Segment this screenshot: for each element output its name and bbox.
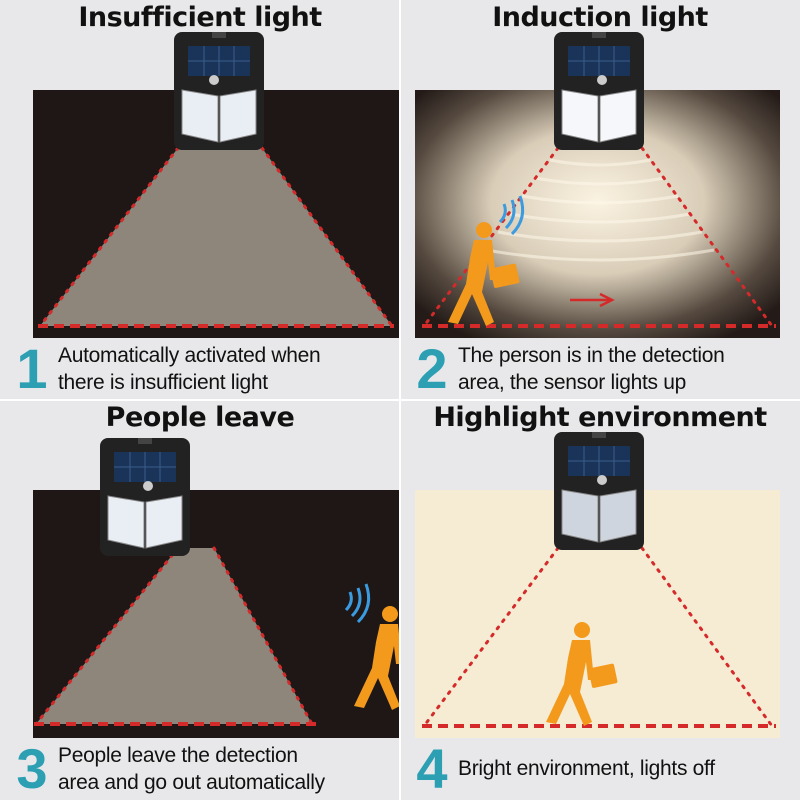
- step-number: 4: [416, 737, 448, 800]
- caption: 1 Automatically activated when there is …: [0, 338, 400, 400]
- detection-line-right: [212, 546, 314, 726]
- panel-title: People leave: [105, 402, 295, 433]
- caption-line: People leave the detection: [58, 744, 298, 767]
- solar-lamp-icon: [554, 32, 644, 150]
- step-number: 3: [16, 737, 48, 800]
- caption-text: People leave the detection area and go o…: [58, 742, 398, 796]
- panel-title: Insufficient light: [78, 2, 322, 33]
- step-number: 1: [16, 337, 48, 400]
- panel-insufficient-light: Insufficient light 1 Automatically activ…: [0, 0, 400, 400]
- scene-induction-light: [415, 32, 780, 338]
- detection-line-left: [38, 146, 180, 328]
- detection-line-right: [260, 146, 394, 328]
- arrow-right-icon: [570, 292, 615, 308]
- caption-text: Bright environment, lights off: [458, 755, 798, 782]
- detection-line-right: [640, 146, 774, 328]
- scene-people-leave: [33, 438, 400, 738]
- panel-title: Highlight environment: [433, 402, 767, 433]
- caption-line: Bright environment, lights off: [458, 757, 715, 780]
- caption-line: area and go out automatically: [58, 771, 325, 794]
- detection-line-left: [34, 546, 180, 726]
- panel-title: Induction light: [492, 2, 708, 33]
- caption-line: area, the sensor lights up: [458, 371, 687, 394]
- motion-signal-icon: [498, 195, 525, 236]
- solar-lamp-icon: [554, 432, 644, 550]
- caption-line: there is insufficient light: [58, 371, 268, 394]
- panel-induction-light: Induction light 2 The person is in the d…: [400, 0, 800, 400]
- detection-line-right: [640, 546, 774, 728]
- person-icon: [546, 622, 618, 726]
- solar-lamp-icon: [174, 32, 264, 150]
- caption: 4 Bright environment, lights off: [400, 738, 800, 800]
- divider-horizontal: [0, 399, 800, 401]
- scene-insufficient-light: [33, 32, 400, 338]
- motion-signal-icon: [344, 583, 371, 624]
- person-icon: [448, 222, 520, 326]
- caption: 2 The person is in the detection area, t…: [400, 338, 800, 400]
- solar-lamp-icon: [100, 438, 190, 556]
- step-number: 2: [416, 337, 448, 400]
- detection-line-left: [422, 546, 560, 728]
- panel-people-leave: People leave 3 People leave the detectio…: [0, 400, 400, 800]
- caption-line: The person is in the detection: [458, 344, 725, 367]
- caption-line: Automatically activated when: [58, 344, 321, 367]
- light-beam: [40, 148, 392, 326]
- caption: 3 People leave the detection area and go…: [0, 738, 400, 800]
- detection-line-left: [422, 146, 560, 328]
- light-beam: [36, 548, 312, 724]
- light-waves: [485, 158, 715, 262]
- scene-highlight-environment: [415, 432, 780, 738]
- panel-highlight-environment: Highlight environment 4 Bright environme…: [400, 400, 800, 800]
- caption-text: The person is in the detection area, the…: [458, 342, 798, 396]
- caption-text: Automatically activated when there is in…: [58, 342, 398, 396]
- person-icon: [354, 606, 400, 710]
